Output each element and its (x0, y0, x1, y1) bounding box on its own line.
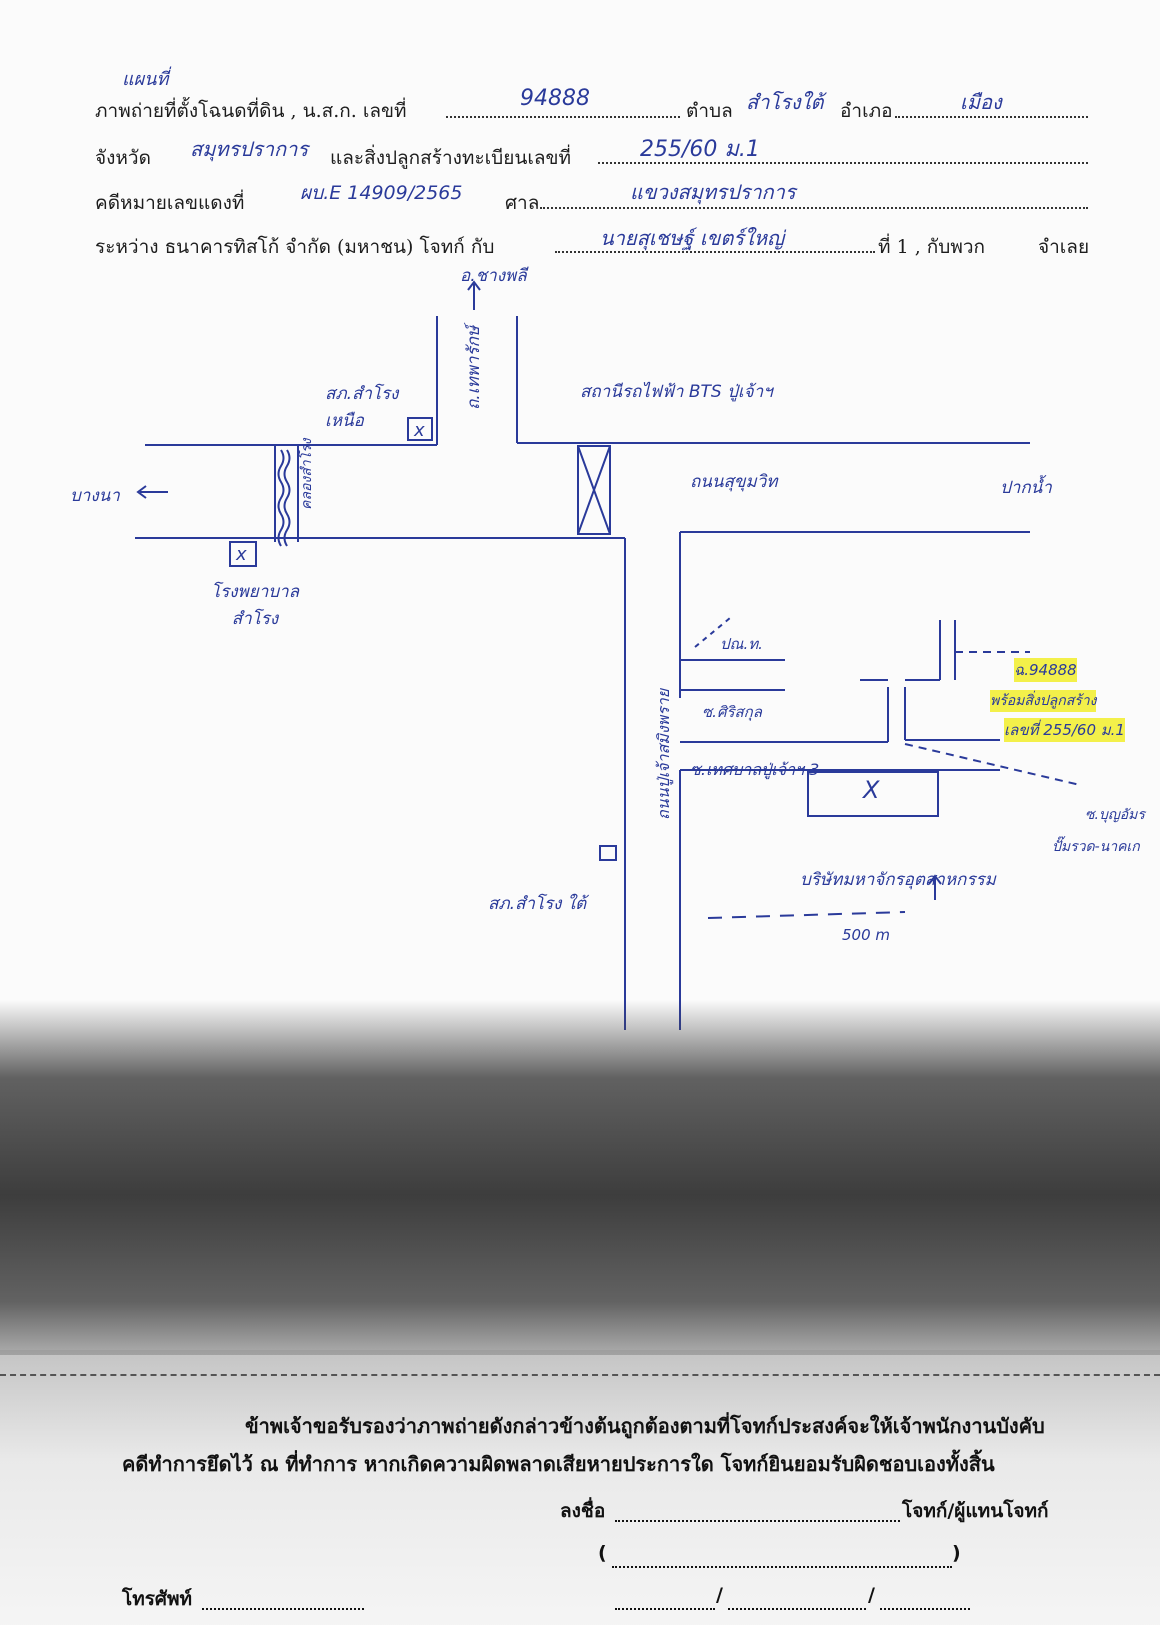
house-no-value: 255/60 ม.1 (640, 137, 760, 162)
label-pu-chao-road: ถนนปู่เจ้าสมิงพราย (654, 688, 673, 820)
defendant-value: นายสุเชษฐ์ เขตร์ใหญ่ (600, 226, 785, 250)
label-province: จังหวัด (95, 147, 151, 169)
name-line (612, 1566, 952, 1568)
signature-role: โจทก์/ผู้แทนโจทก์ (902, 1500, 1049, 1522)
label-deed-no: ก. เลขที่ (339, 100, 407, 122)
hospital-box (229, 541, 257, 567)
certification-line-1: ข้าพเจ้าขอรับรองว่าภาพถ่ายดังกล่าวข้างต้… (245, 1414, 1045, 1438)
label-parties: ระหว่าง ธนาคารทิสโก้ จำกัด (มหาชน) โจทก์… (95, 236, 495, 258)
date-year-line (880, 1608, 970, 1610)
distance-dashed (707, 911, 906, 919)
date-day-line (615, 1608, 715, 1610)
phone-line (202, 1608, 364, 1610)
label-to-bangna: บางนา (70, 486, 120, 506)
tambon-value: สำโรงใต้ (746, 90, 824, 114)
label-soi-sirisakun: ซ.ศิริสกุล (702, 703, 762, 721)
dots-court (540, 207, 1088, 209)
label-parcel-building: พร้อมสิ่งปลูกสร้าง (990, 690, 1097, 712)
label-deed-type: ภาพถ่ายที่ตั้งโฉนดที่ดิน , น.ส. (95, 100, 340, 122)
case-no-value: ผบ.E 14909/2565 (300, 182, 463, 204)
police-south-box (599, 845, 617, 861)
canal-water (277, 449, 285, 547)
dots-amphoe (895, 116, 1088, 118)
arrow-north-head (467, 280, 481, 291)
label-defendant-1: ที่ 1 , กับพวก (878, 236, 986, 258)
date-slash-1: / (716, 1584, 723, 1606)
province-value: สมุทรปราการ (190, 137, 309, 161)
label-soi-right: ซ.บุญอัมร (1085, 807, 1145, 823)
label-right-bottom: ปั๊มรวด-นาคเก (1052, 839, 1140, 855)
phone-label: โทรศัพท์ (122, 1588, 193, 1610)
deed-number: 94888 (520, 86, 590, 111)
arrow-up-head (928, 874, 942, 885)
header-line-1: ภาพถ่ายที่ตั้งโฉนดที่ดิน , น.ส.94888ก. เ… (95, 96, 407, 126)
label-police-south: สภ.สำโรง ใต้ (488, 894, 587, 914)
label-jamloei: จำเลย (1038, 236, 1090, 258)
arrow-left-head (136, 485, 147, 499)
label-parcel-house-no: เลขที่ 255/60 ม.1 (1004, 718, 1125, 742)
label-road-north: อ.ชางพลี (460, 266, 527, 286)
section-separator (0, 1374, 1160, 1376)
certification-line-2: คดีทำการยึดไว้ ณ ที่ทำการ หากเกิดความผิด… (122, 1452, 995, 1476)
dots-house-no (598, 162, 1088, 164)
police-north-box (407, 417, 433, 441)
label-distance: 500 m (842, 926, 891, 944)
label-court: ศาล (505, 192, 540, 214)
label-sukhumvit: ถนนสุขุมวิท (690, 472, 778, 492)
dots-deed-no (446, 116, 680, 118)
signature-line (615, 1520, 900, 1522)
signature-label: ลงชื่อ (560, 1500, 606, 1522)
name-paren-close: ) (952, 1542, 961, 1564)
label-tambon: ตำบล (686, 100, 733, 122)
date-month-line (728, 1608, 866, 1610)
bts-cross (577, 445, 611, 535)
label-factory: บริษัทมหาจักรอุตสาหกรรม (800, 870, 996, 890)
date-slash-2: / (868, 1584, 875, 1606)
canal-water (283, 449, 291, 547)
mark-x: x (235, 544, 247, 565)
amphoe-value: เมือง (960, 90, 1002, 114)
leader-dashed (694, 617, 731, 648)
label-hospital: โรงพยาบาล สำโรง (210, 582, 300, 629)
mark-x: X (861, 776, 880, 804)
label-to-paknam: ปากน้ำ (1000, 478, 1052, 498)
label-amphoe: อำเภอ (840, 100, 893, 122)
map-caption-handwritten: แผนที่ (122, 69, 169, 90)
label-post-office: ปณ.ท. (720, 635, 763, 653)
mark-x: x (413, 420, 425, 441)
court-value: แขวงสมุทรปราการ (630, 180, 796, 204)
label-case-no: คดีหมายเลขแดงที่ (95, 192, 245, 214)
name-paren-open: ( (598, 1542, 607, 1564)
dots-defendant (555, 251, 875, 253)
factory-box (807, 771, 939, 817)
label-house-reg: และสิ่งปลูกสร้างทะเบียนเลขที่ (330, 147, 571, 169)
location-map: x x X (135, 280, 1081, 1030)
bts-station-box (577, 445, 611, 535)
photo-shadow-lower (0, 1350, 1160, 1625)
label-bts-station: สถานีรถไฟฟ้า BTS ปู่เจ้าฯ (580, 382, 773, 402)
leader-dashed (904, 743, 1081, 786)
label-theparak-road: ถ.เทพารักษ์ (464, 325, 484, 410)
label-soi-thetsaban: ซ.เทศบาลปู่เจ้าฯ 3 (690, 760, 820, 779)
label-parcel-deed: ฉ.94888 (1014, 658, 1077, 682)
label-canal: คลองสำโรง (299, 438, 315, 510)
label-police-north: สภ.สำโรง เหนือ (325, 384, 399, 431)
photo-shadow (0, 1000, 1160, 1355)
